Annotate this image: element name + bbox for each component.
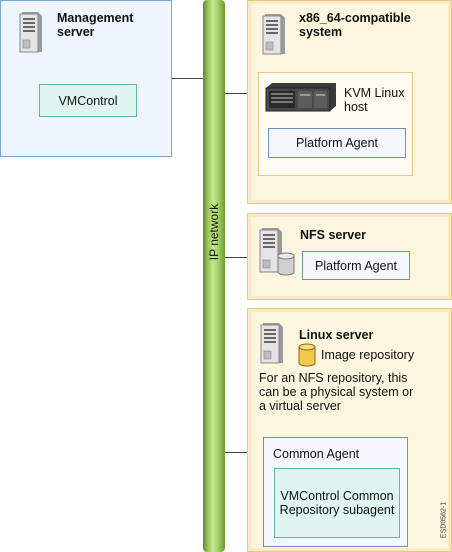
rack-server-icon (265, 83, 336, 112)
connector-x86 (224, 93, 248, 94)
subagent-label: VMControl Common Repository subagent (279, 489, 395, 517)
ip-network-pipe (203, 0, 225, 552)
server-icon (260, 323, 283, 364)
storage-server-icon (259, 228, 295, 276)
connector-linux (224, 452, 248, 453)
vmcontrol-label: VMControl (58, 93, 118, 108)
linux-server-title: Linux server (299, 328, 374, 342)
image-repository-icon (298, 343, 316, 367)
x86-system-title: x86_64-compatible system (299, 11, 411, 39)
platform-agent-box: Platform Agent (302, 251, 410, 280)
nfs-server-title: NFS server (300, 228, 367, 242)
platform-agent-box: Platform Agent (268, 128, 406, 158)
connector-nfs (224, 257, 248, 258)
connector-mgmt (172, 78, 204, 79)
server-icon (19, 12, 42, 53)
kvm-host-label: KVM Linux host (344, 86, 405, 114)
image-repository-label: Image repository (321, 348, 415, 362)
platform-agent-label: Platform Agent (315, 258, 397, 273)
repository-note: For an NFS repository, this can be a phy… (259, 371, 414, 413)
ip-network-label: IP network (207, 203, 221, 261)
figure-id: ESD0562-1 (440, 501, 448, 539)
vmcontrol-box: VMControl (39, 84, 137, 117)
subagent-box: VMControl Common Repository subagent (274, 468, 400, 538)
management-server-title: Management server (57, 11, 134, 39)
server-icon (262, 14, 285, 55)
common-agent-label: Common Agent (273, 447, 360, 461)
platform-agent-label: Platform Agent (296, 136, 378, 150)
